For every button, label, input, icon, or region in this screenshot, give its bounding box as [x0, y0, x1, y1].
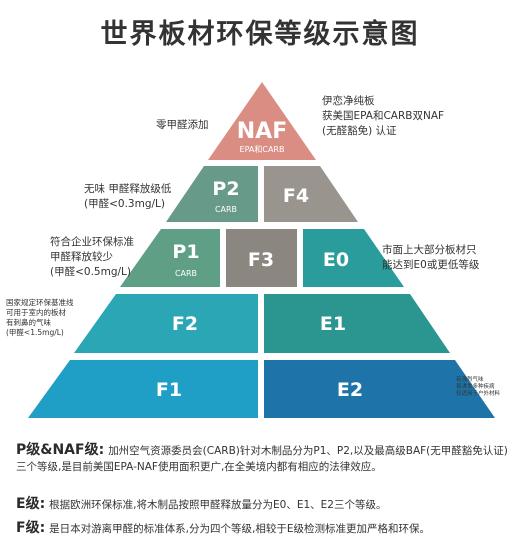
naf-label: NAF [237, 119, 287, 144]
e2-label: E2 [337, 379, 363, 401]
e0-label: E0 [323, 249, 349, 271]
e1-label: E1 [320, 313, 346, 335]
note-line: 甲醛释放较少 [50, 251, 113, 263]
note-line: 仅适用于户外材料 [456, 391, 501, 397]
note-line: (甲醛<0.5mg/L) [50, 266, 131, 278]
p2-label: P2 [212, 178, 239, 200]
e2-block [264, 360, 495, 418]
e2-right-note: 有强烈气味 易诱发多种疾病 仅适用于户外材料 [456, 377, 500, 398]
f2-left-note: 国家规定环保基准线 可用于室内的板材 有刺鼻的气味 (甲醛<1.5mg/L) [6, 298, 74, 338]
note-line: (甲醛<0.3mg/L) [84, 198, 165, 210]
f2-block [74, 294, 258, 353]
legend-e: E级:根据欧洲环保标准,将木制品按照甲醛释放量分为E0、E1、E2三个等级。 [16, 496, 512, 513]
f4-label: F4 [283, 185, 309, 207]
note-line: 市面上大部分板材只 [382, 244, 477, 256]
p2-sublabel: CARB [215, 205, 237, 214]
f1-label: F1 [156, 379, 182, 401]
page-title: 世界板材环保等级示意图 [100, 19, 420, 50]
p2-left-note: 无味 甲醛释放级低 (甲醛<0.3mg/L) [84, 182, 171, 212]
note-line: 零甲醛添加 [156, 119, 209, 131]
f4-block [264, 166, 358, 222]
note-line: 获美国EPA和CARB双NAF [322, 110, 445, 122]
f3-block [226, 229, 297, 287]
p1-block [120, 229, 220, 287]
e0-block [303, 229, 404, 287]
note-line: (甲醛<1.5mg/L) [6, 328, 64, 337]
note-line: 有刺鼻的气味 [6, 318, 51, 327]
note-line: 易诱发多种疾病 [456, 384, 495, 390]
legend-p-key: P级&NAF级: [16, 442, 105, 458]
f1-block [28, 360, 258, 418]
f2-label: F2 [172, 313, 198, 335]
legend-e-key: E级: [16, 496, 46, 512]
e1-block [264, 294, 450, 353]
legend-f-text: 是日本对游离甲醛的标准体系,分为四个等级,相较于E级检测标准更加严格和环保。 [49, 523, 430, 535]
naf-right-note: 伊恋净纯板 获美国EPA和CARB双NAF (无醛豁免) 认证 [322, 94, 444, 139]
note-line: 无味 甲醛释放级低 [84, 183, 172, 195]
f3-label: F3 [248, 249, 274, 271]
legend-p-text: 加州空气资源委员会(CARB)针对木制品分为P1、P2,以及最高级BAF(无甲醛… [16, 445, 508, 473]
note-line: 国家规定环保基准线 [6, 298, 74, 307]
p2-block [166, 166, 258, 222]
note-line: 符合企业环保标准 [50, 236, 134, 248]
note-line: 有强烈气味 [456, 377, 484, 383]
legend-e-text: 根据欧洲环保标准,将木制品按照甲醛释放量分为E0、E1、E2三个等级。 [49, 499, 387, 511]
p1-sublabel: CARB [175, 269, 197, 278]
naf-sublabel: EPA和CARB [240, 145, 285, 154]
legend-f: F级:是日本对游离甲醛的标准体系,分为四个等级,相较于E级检测标准更加严格和环保… [16, 520, 512, 537]
p1-label: P1 [172, 241, 199, 263]
p1-left-note: 符合企业环保标准 甲醛释放较少 (甲醛<0.5mg/L) [50, 235, 134, 280]
note-line: (无醛豁免) 认证 [322, 125, 397, 137]
legend-p-naf: P级&NAF级:加州空气资源委员会(CARB)针对木制品分为P1、P2,以及最高… [16, 442, 512, 475]
naf-left-note: 零甲醛添加 [156, 118, 209, 133]
note-line: 能达到E0或更低等级 [382, 259, 480, 271]
note-line: 可用于室内的板材 [6, 308, 66, 317]
e0-right-note: 市面上大部分板材只 能达到E0或更低等级 [382, 243, 479, 273]
note-line: 伊恋净纯板 [322, 95, 375, 107]
naf-block [208, 82, 316, 160]
legend-f-key: F级: [16, 520, 46, 536]
